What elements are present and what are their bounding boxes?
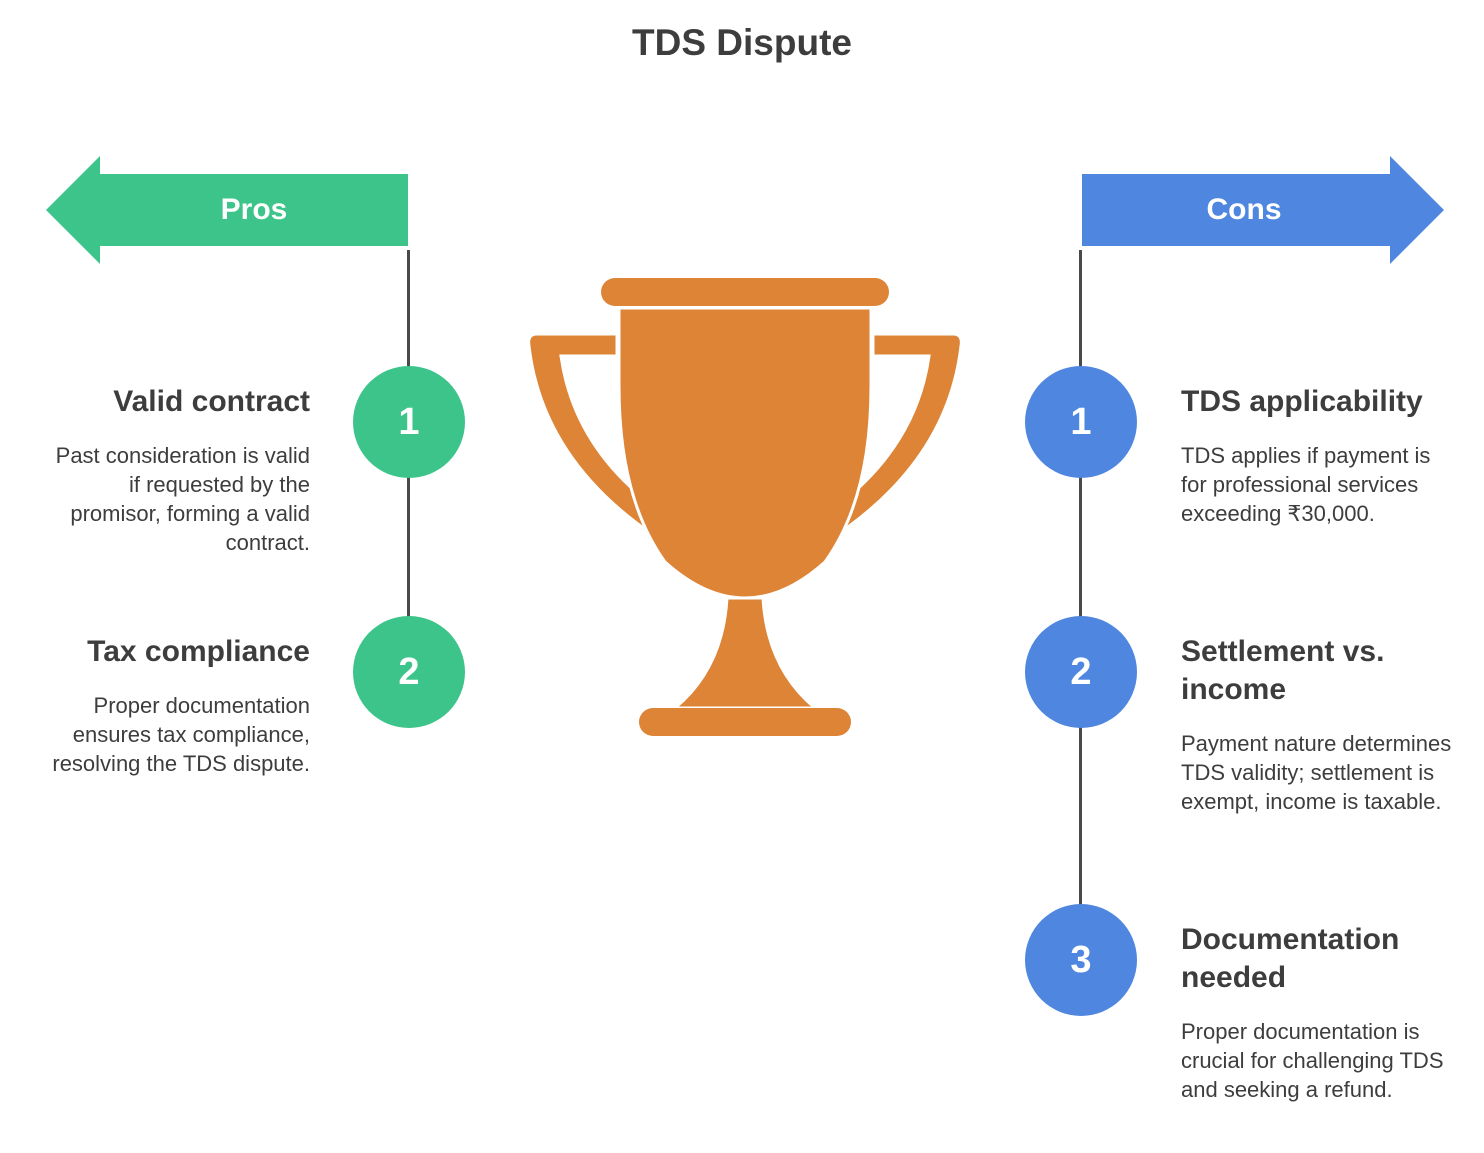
trophy-icon [525, 276, 965, 738]
pros-number-badge: 1 [353, 366, 465, 478]
cons-arrow: Cons [1082, 156, 1482, 264]
cons-item-description: Proper documentation is crucial for chal… [1181, 1019, 1444, 1102]
cons-item-description: Payment nature determines TDS validity; … [1181, 731, 1452, 814]
cons-connector-line [1079, 476, 1082, 618]
pros-connector-line [407, 476, 410, 618]
cons-item-description: TDS applies if payment is for profession… [1181, 443, 1431, 526]
cons-connector-line [1079, 250, 1082, 368]
pros-arrow: Pros [46, 156, 446, 264]
pros-item-title: Tax compliance [87, 635, 310, 668]
pros-item-description: Proper documentation ensures tax complia… [52, 693, 310, 776]
pros-label: Pros [220, 193, 288, 226]
cons-number-badge: 1 [1025, 366, 1137, 478]
pros-connector-line [407, 250, 410, 368]
page-title: TDS Dispute [632, 22, 852, 63]
left-arrow-shape [46, 156, 408, 264]
pros-item-title: Valid contract [113, 385, 310, 418]
pros-number-badge: 2 [353, 616, 465, 728]
cons-item-title: Settlement vs. income [1181, 635, 1385, 706]
cons-number-badge: 2 [1025, 616, 1137, 728]
cons-item-title: TDS applicability [1181, 385, 1423, 418]
cons-number-badge: 3 [1025, 904, 1137, 1016]
right-arrow-shape [1082, 156, 1444, 264]
cons-connector-line [1079, 726, 1082, 906]
cons-item-title: Documentation needed [1181, 923, 1400, 994]
cons-label: Cons [1206, 193, 1282, 226]
pros-item-description: Past consideration is valid if requested… [55, 443, 310, 555]
